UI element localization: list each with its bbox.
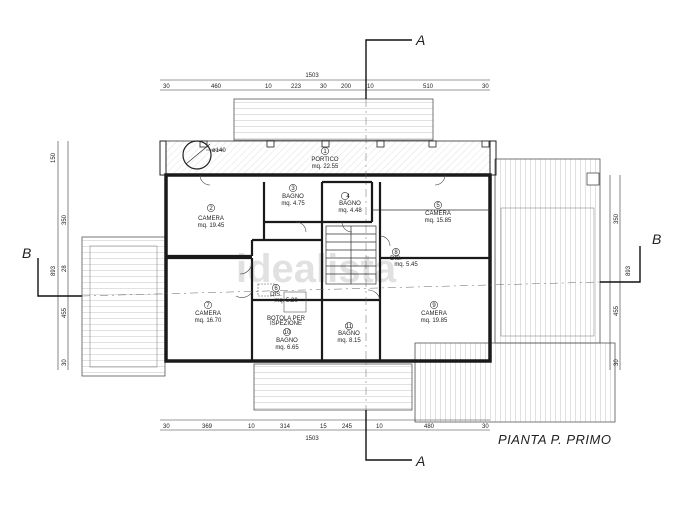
dim-bottom-part: 10 [376, 424, 383, 430]
hatch-note: BOTOLA PER [267, 316, 306, 322]
svg-text:mq. 19.85: mq. 19.85 [421, 318, 448, 324]
svg-text:CAMERA: CAMERA [425, 211, 451, 217]
dim-top-part: 30 [163, 84, 170, 90]
svg-text:7: 7 [206, 303, 210, 309]
dim-bottom-part: 30 [482, 424, 489, 430]
dim-right-part: 30 [614, 359, 620, 366]
dim-bottom-part: 314 [280, 424, 291, 430]
room-label: 1 PORTICO mq. 22.55 [311, 147, 339, 170]
dim-top-part: 200 [341, 84, 352, 90]
section-lines [37, 39, 641, 461]
svg-text:PORTICO: PORTICO [311, 157, 339, 163]
svg-text:mq. 6.65: mq. 6.65 [275, 345, 299, 351]
svg-text:DIS.: DIS. [270, 292, 282, 298]
dim-bottom-part: 369 [202, 424, 213, 430]
svg-text:BAGNO: BAGNO [338, 331, 360, 337]
svg-text:mq. 15.85: mq. 15.85 [425, 218, 452, 224]
svg-text:9: 9 [432, 303, 436, 309]
dim-right-part: 455 [614, 305, 620, 316]
svg-text:2: 2 [209, 206, 213, 212]
dim-right-part: 350 [614, 213, 620, 224]
svg-text:mq. 5.20: mq. 5.20 [274, 298, 298, 304]
room-label: 6 DIS. mq. 5.20 [270, 284, 298, 304]
svg-text:10: 10 [284, 330, 291, 336]
dim-left-part: 350 [62, 214, 68, 225]
dim-bottom-total: 1503 [305, 436, 319, 442]
room-label: 2 CAMERA mq. 19.45 [198, 204, 225, 229]
room-label: 5 CAMERA mq. 15.85 [425, 201, 452, 224]
dim-top-total: 1503 [305, 73, 319, 79]
dim-left-part: 150 [51, 152, 57, 163]
svg-text:11: 11 [346, 324, 353, 330]
dim-top-part: 10 [367, 84, 374, 90]
svg-text:mq. 8.15: mq. 8.15 [337, 338, 361, 344]
dim-top-part: 223 [291, 84, 302, 90]
section-a-top: A [415, 32, 425, 48]
room-label: 10 BAGNO mq. 6.65 [275, 328, 299, 351]
exterior-walls [159, 140, 497, 363]
dim-left-total: 893 [51, 265, 57, 276]
dimension-lines [57, 79, 621, 431]
svg-text:8: 8 [394, 250, 398, 256]
svg-text:BAGNO: BAGNO [282, 194, 304, 200]
room-label: 7 CAMERA mq. 16.70 [195, 301, 222, 324]
room-label: 3 BAGNO mq. 4.75 [281, 184, 305, 207]
svg-text:mq. 5.45: mq. 5.45 [394, 262, 418, 268]
dim-top-part: 30 [482, 84, 489, 90]
svg-text:CAMERA: CAMERA [421, 311, 447, 317]
dim-top-part: 460 [211, 84, 222, 90]
dim-bottom-part: 15 [320, 424, 327, 430]
room-label: 4 BAGNO mq. 4.48 [338, 192, 362, 214]
svg-text:4: 4 [346, 194, 350, 200]
dim-bottom-part: 245 [342, 424, 353, 430]
dim-radius: ø140 [212, 148, 226, 154]
svg-text:DIS.: DIS. [390, 256, 402, 262]
section-b-left: B [22, 245, 31, 261]
svg-text:CAMERA: CAMERA [195, 311, 221, 317]
roof-hatching [81, 98, 616, 423]
svg-text:3: 3 [291, 186, 295, 192]
dim-left-part: 30 [62, 359, 68, 366]
room-label: 9 CAMERA mq. 19.85 [421, 301, 448, 324]
svg-text:mq. 4.75: mq. 4.75 [281, 201, 305, 207]
svg-text:1: 1 [323, 149, 327, 155]
dim-left-part: 455 [62, 307, 68, 318]
svg-text:mq. 22.55: mq. 22.55 [312, 164, 339, 170]
drawing-title: PIANTA P. PRIMO [498, 432, 611, 447]
svg-text:5: 5 [436, 203, 440, 209]
dim-left-part: 28 [62, 265, 68, 272]
dim-top-part: 510 [423, 84, 434, 90]
svg-text:mq. 16.70: mq. 16.70 [195, 318, 222, 324]
dim-bottom-part: 480 [424, 424, 435, 430]
hatch-note: ISPEZIONE [270, 321, 302, 327]
watermark: idealista [236, 247, 397, 291]
svg-text:BAGNO: BAGNO [276, 338, 298, 344]
dim-top-part: 30 [320, 84, 327, 90]
svg-text:CAMERA: CAMERA [198, 216, 224, 222]
staircase [325, 225, 377, 285]
section-a-bottom: A [415, 453, 425, 469]
dim-right-total: 893 [626, 265, 632, 276]
room-label: 8 DIS. mq. 5.45 [390, 248, 418, 268]
dim-bottom-part: 10 [248, 424, 255, 430]
svg-text:mq. 4.48: mq. 4.48 [338, 208, 362, 214]
dim-top-part: 10 [265, 84, 272, 90]
svg-text:mq. 19.45: mq. 19.45 [198, 223, 225, 229]
interior-walls [166, 180, 490, 361]
section-b-right: B [652, 231, 661, 247]
room-label: 11 BAGNO mq. 8.15 [337, 322, 361, 344]
dim-bottom-part: 30 [163, 424, 170, 430]
svg-text:6: 6 [274, 286, 278, 292]
svg-text:BAGNO: BAGNO [339, 201, 361, 207]
